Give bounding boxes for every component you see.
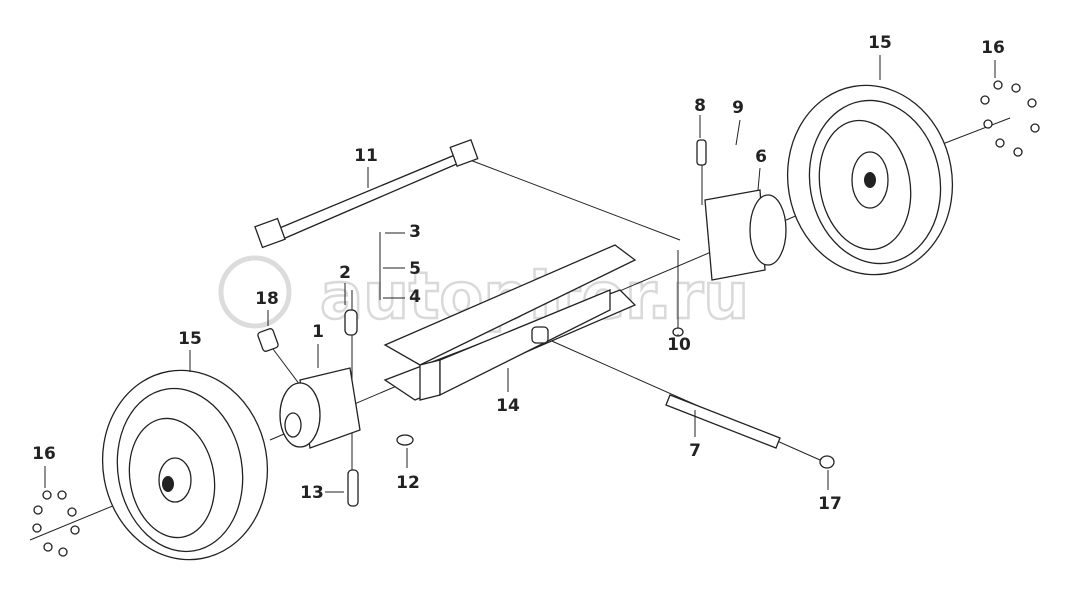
knuckle-left [257,309,414,507]
callout-cotter: 3 [409,222,421,242]
knuckle-right [672,139,787,337]
wheel-nuts-left [32,490,80,557]
callout-nuts-left: 16 [32,444,56,464]
callout-knuckle-left: 1 [312,322,324,342]
callout-washer-lower: 12 [396,473,420,493]
callout-nuts-right: 16 [981,38,1005,58]
axle-beam [383,244,637,401]
callout-bolt: 8 [694,96,706,116]
wheel-left [101,369,269,561]
callout-seal: 18 [255,289,279,309]
tie-rod [254,139,479,249]
callout-nut-small: 4 [409,287,421,307]
callout-knuckle-right: 6 [755,147,767,167]
callout-tie-rod: 11 [354,146,378,166]
callout-washer-small: 5 [409,259,421,279]
callout-axle-beam: 14 [496,396,520,416]
callouts: 15 16 8 9 6 11 3 5 2 4 18 1 15 10 14 7 1… [32,33,1005,514]
callout-circlip: 17 [818,494,842,514]
callout-pivot-pin: 7 [689,441,701,461]
leader-lines [44,55,996,493]
callout-pin-small: 9 [732,98,744,118]
wheel-nuts-right [980,80,1040,157]
callout-king-pin-upper: 2 [339,263,351,283]
pivot-pin [665,394,835,469]
callout-wheel-left: 15 [178,329,202,349]
callout-washer-right: 10 [667,335,691,355]
callout-wheel-right: 15 [868,33,892,53]
wheel-right [786,84,954,276]
callout-king-pin-lower: 13 [300,483,324,503]
